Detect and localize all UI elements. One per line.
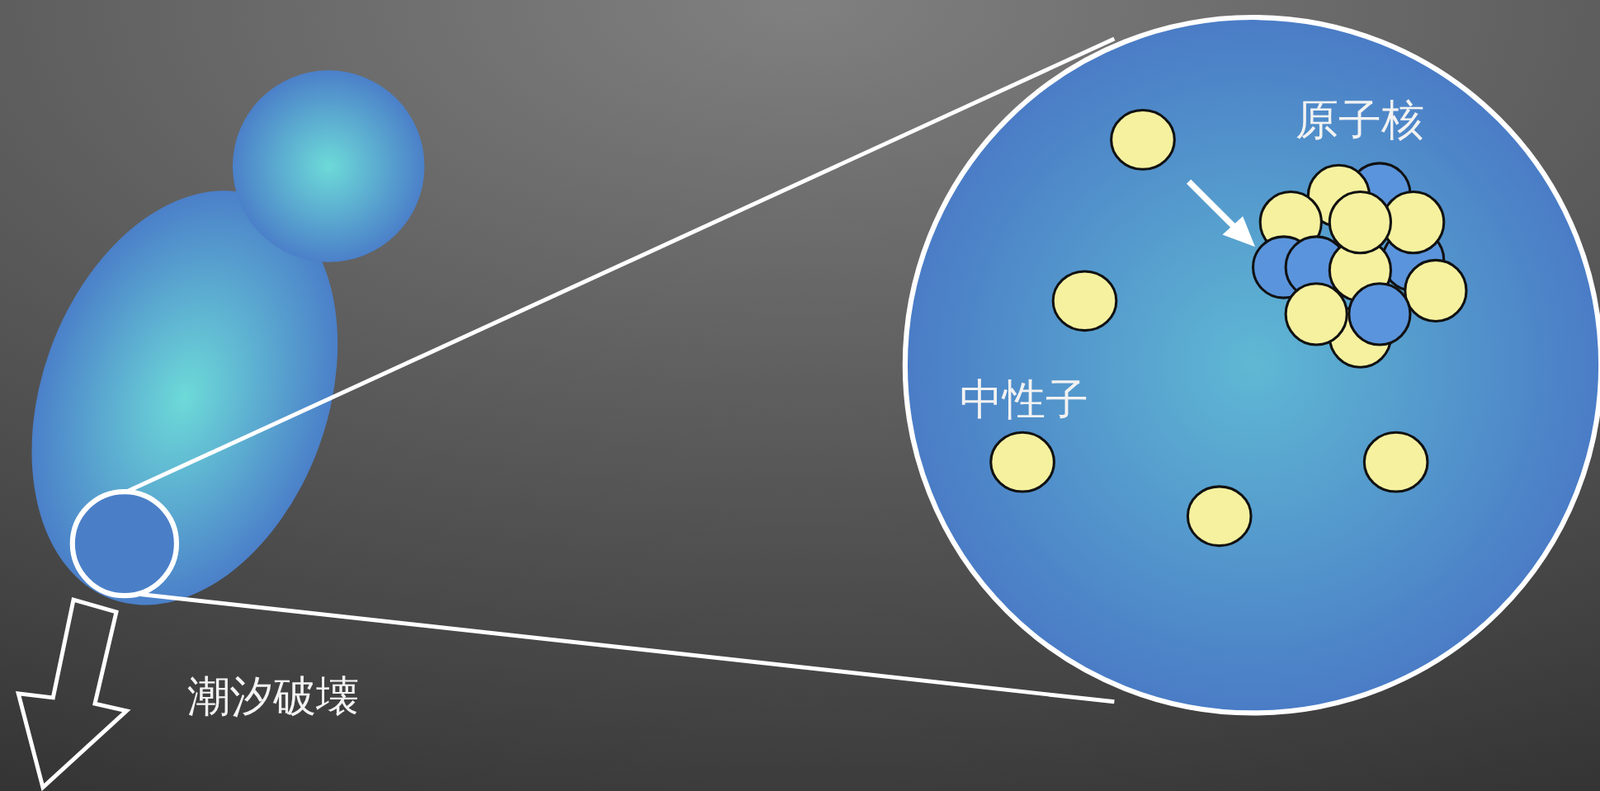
nucleus	[1253, 163, 1467, 368]
neutrons	[991, 110, 1428, 547]
zoom-lens	[72, 491, 177, 596]
part-label: 潮汐破壊	[187, 673, 359, 721]
capture-arrow	[1189, 181, 1237, 230]
neutron	[1111, 110, 1176, 170]
disruption-arrow	[18, 599, 127, 789]
nucleon	[1285, 283, 1347, 345]
nucleon	[1405, 259, 1467, 321]
part-label: 原子核	[1295, 96, 1425, 144]
capture-arrow-head	[1222, 216, 1256, 247]
part-label: 中性子	[959, 376, 1089, 424]
neutron	[1187, 486, 1251, 547]
neutron	[1364, 432, 1428, 492]
nucleon	[1329, 191, 1391, 253]
neutron	[1052, 271, 1117, 331]
companion-star	[232, 70, 425, 262]
magnified-view	[905, 17, 1600, 713]
neutron	[991, 432, 1055, 492]
nucleon	[1349, 283, 1411, 345]
